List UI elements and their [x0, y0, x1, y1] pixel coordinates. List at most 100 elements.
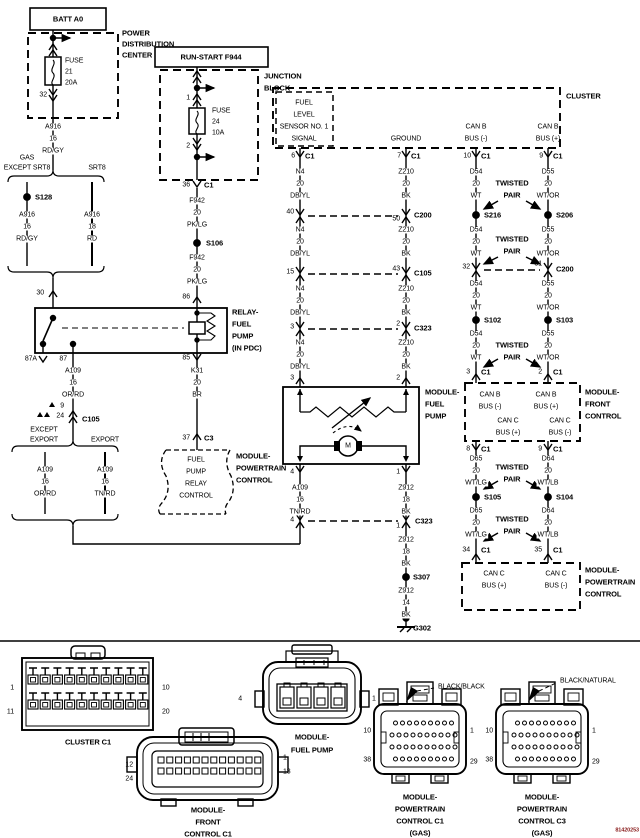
- front-control-c1-caption: MODULE-: [190, 805, 226, 815]
- pdc-title: CENTER: [122, 50, 153, 60]
- wire-label: 20: [401, 297, 411, 305]
- diagram-label: EXCEPT: [30, 426, 58, 434]
- twisted-pair-label: TWISTED: [495, 340, 529, 350]
- connector-name: C1: [481, 151, 491, 161]
- wire-label: WT: [469, 354, 483, 362]
- diagram-label: 30: [36, 289, 44, 297]
- ground-g302: G302: [413, 623, 431, 633]
- cluster-title: CLUSTER: [566, 91, 601, 101]
- wire-label: BR: [191, 391, 203, 399]
- wire-label: A916: [83, 211, 101, 219]
- relay-title: RELAY-: [232, 307, 259, 317]
- run-start-title: RUN-START F944: [180, 52, 242, 62]
- diagram-label: 87A: [24, 355, 37, 363]
- diagram-label: 9: [539, 152, 543, 160]
- diagram-label: PUMP: [186, 468, 206, 476]
- module-fuel-pump-box: [282, 386, 420, 473]
- diagram-label: 40: [286, 208, 294, 216]
- wire-label: WT/LG: [464, 479, 488, 487]
- diagram-label: 10: [485, 727, 493, 735]
- front-control-title: CONTROL: [585, 411, 622, 421]
- twisted-pair-label: TWISTED: [495, 234, 529, 244]
- wire-label: D54: [468, 330, 484, 338]
- wire-label: 18: [87, 223, 97, 231]
- motor-symbol-label: M: [345, 442, 351, 450]
- fuel-pump-title: FUEL: [425, 399, 445, 409]
- wire-label: N4: [294, 226, 306, 234]
- wire-label: 20: [471, 342, 481, 350]
- wire-label: WT: [469, 304, 483, 312]
- module-fuel-pump-connector: [254, 644, 370, 725]
- junction-block-circuit: [154, 46, 269, 308]
- splice-s216: S216: [484, 210, 502, 220]
- connector-c200: C200: [556, 264, 574, 274]
- diagram-label: EXPORT: [29, 436, 59, 444]
- wire-label: D54: [468, 168, 484, 176]
- twisted-pair-label: PAIR: [503, 190, 521, 200]
- diagram-label: BUS (+): [481, 582, 507, 590]
- connector-name: C1: [553, 367, 563, 377]
- splice-s106: S106: [206, 238, 224, 248]
- diagram-label: FUSE: [212, 107, 231, 115]
- pcm-c1-caption: POWERTRAIN: [394, 804, 446, 814]
- connector-name: C1: [481, 367, 491, 377]
- diagram-label: BUS (-): [548, 429, 572, 437]
- cluster-c1-caption: CLUSTER C1: [64, 737, 112, 747]
- wire-label: 20: [543, 238, 553, 246]
- front-control-title: FRONT: [585, 399, 611, 409]
- diagram-label: 1: [186, 94, 190, 102]
- wire-label: N4: [294, 285, 306, 293]
- diagram-label: 10: [463, 152, 471, 160]
- diagram-label: 10: [363, 727, 371, 735]
- wire-label: A109: [64, 367, 82, 375]
- diagram-label: 20: [162, 708, 170, 716]
- wire-label: D65: [468, 455, 484, 463]
- front-control-c1-caption: CONTROL C1: [184, 829, 232, 838]
- module-front-control-c1-connector: [126, 727, 289, 807]
- diagram-label: FUEL: [187, 456, 205, 464]
- wire-label: 20: [192, 209, 202, 217]
- diagram-label: 9: [60, 402, 64, 410]
- connector-name: C1: [481, 545, 491, 555]
- twisted-pair-label: PAIR: [503, 352, 521, 362]
- connector-name: C1: [481, 444, 491, 454]
- wire-label: BK: [400, 192, 412, 200]
- wire-label: 20: [543, 342, 553, 350]
- splice-s307: S307: [413, 572, 431, 582]
- diagram-label: CONTROL: [179, 492, 213, 500]
- splice-s104: S104: [556, 492, 574, 502]
- wire-label: 20: [295, 297, 305, 305]
- diagram-label: CAN C: [497, 417, 519, 425]
- wire-label: K31: [189, 367, 205, 375]
- connector-name: C1: [305, 151, 315, 161]
- diagram-label: 24: [125, 775, 133, 783]
- module-front-control-box: [464, 382, 581, 442]
- pcm-title: POWERTRAIN: [236, 463, 287, 473]
- wire-label: 20: [543, 519, 553, 527]
- pdc-title: DISTRIBUTION: [122, 39, 175, 49]
- wire-label: 20: [192, 266, 202, 274]
- diagram-label: 13: [283, 768, 291, 776]
- splice-s105: S105: [484, 492, 502, 502]
- diagram-label: BUS (-): [544, 582, 568, 590]
- diagram-label: 20A: [65, 79, 78, 87]
- pdc-title: POWER: [122, 28, 150, 38]
- wire-label: D65: [468, 507, 484, 515]
- wire-label: 16: [100, 478, 110, 486]
- cluster-box: [272, 87, 561, 149]
- diagram-label: 87: [59, 355, 67, 363]
- diagram-label: 12: [125, 761, 133, 769]
- diagram-label: CAN B: [537, 123, 559, 131]
- splice-s206: S206: [556, 210, 574, 220]
- diagram-label: 1: [10, 684, 14, 692]
- diagram-label: 1: [396, 522, 400, 530]
- splice-s102: S102: [484, 315, 502, 325]
- wire-label: BK: [400, 611, 412, 619]
- wire-label: DB/YL: [289, 309, 311, 317]
- fuel-pump-title: PUMP: [425, 411, 447, 421]
- pcm-c1-caption: (GAS): [409, 828, 431, 838]
- wire-label: OR/RD: [32, 490, 58, 498]
- diagram-label: BLACK/NATURAL: [560, 677, 616, 685]
- relay-title: (IN PDC): [232, 343, 262, 353]
